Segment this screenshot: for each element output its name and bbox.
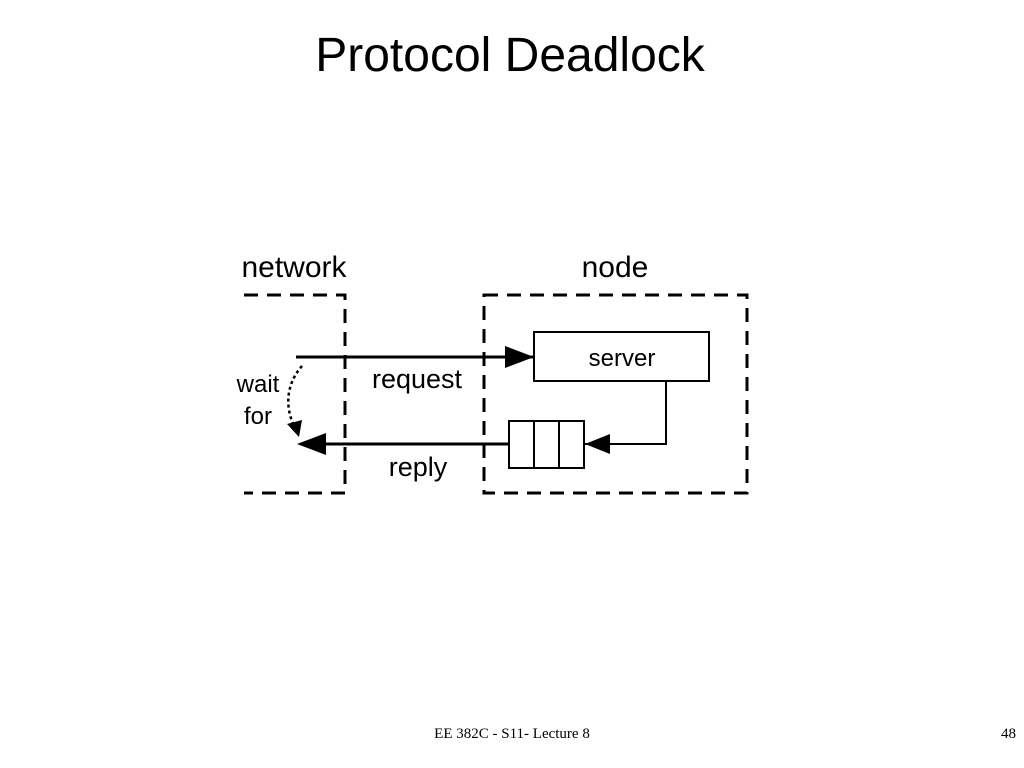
for-label: for [244, 403, 272, 430]
reply-label: reply [389, 452, 448, 482]
request-label: request [372, 364, 463, 394]
wait-for-dependency-arrow [287, 365, 303, 431]
slide-title: Protocol Deadlock [315, 29, 705, 82]
wait-for-arrowhead [287, 420, 302, 437]
request-arrowhead [505, 346, 534, 368]
network-label: network [241, 251, 347, 284]
network-boundary [244, 293, 347, 495]
server-label: server [589, 345, 656, 372]
reply-queue [508, 420, 585, 469]
reply-arrowhead [297, 433, 326, 455]
footer-course: EE 382C - S11- Lecture 8 [434, 726, 590, 742]
wait-label: wait [236, 371, 280, 398]
server-box [533, 331, 710, 382]
node-label: node [582, 251, 649, 284]
page-number: 48 [1001, 726, 1016, 742]
server-to-queue-line [585, 381, 667, 445]
queue-input-arrowhead [585, 434, 610, 454]
